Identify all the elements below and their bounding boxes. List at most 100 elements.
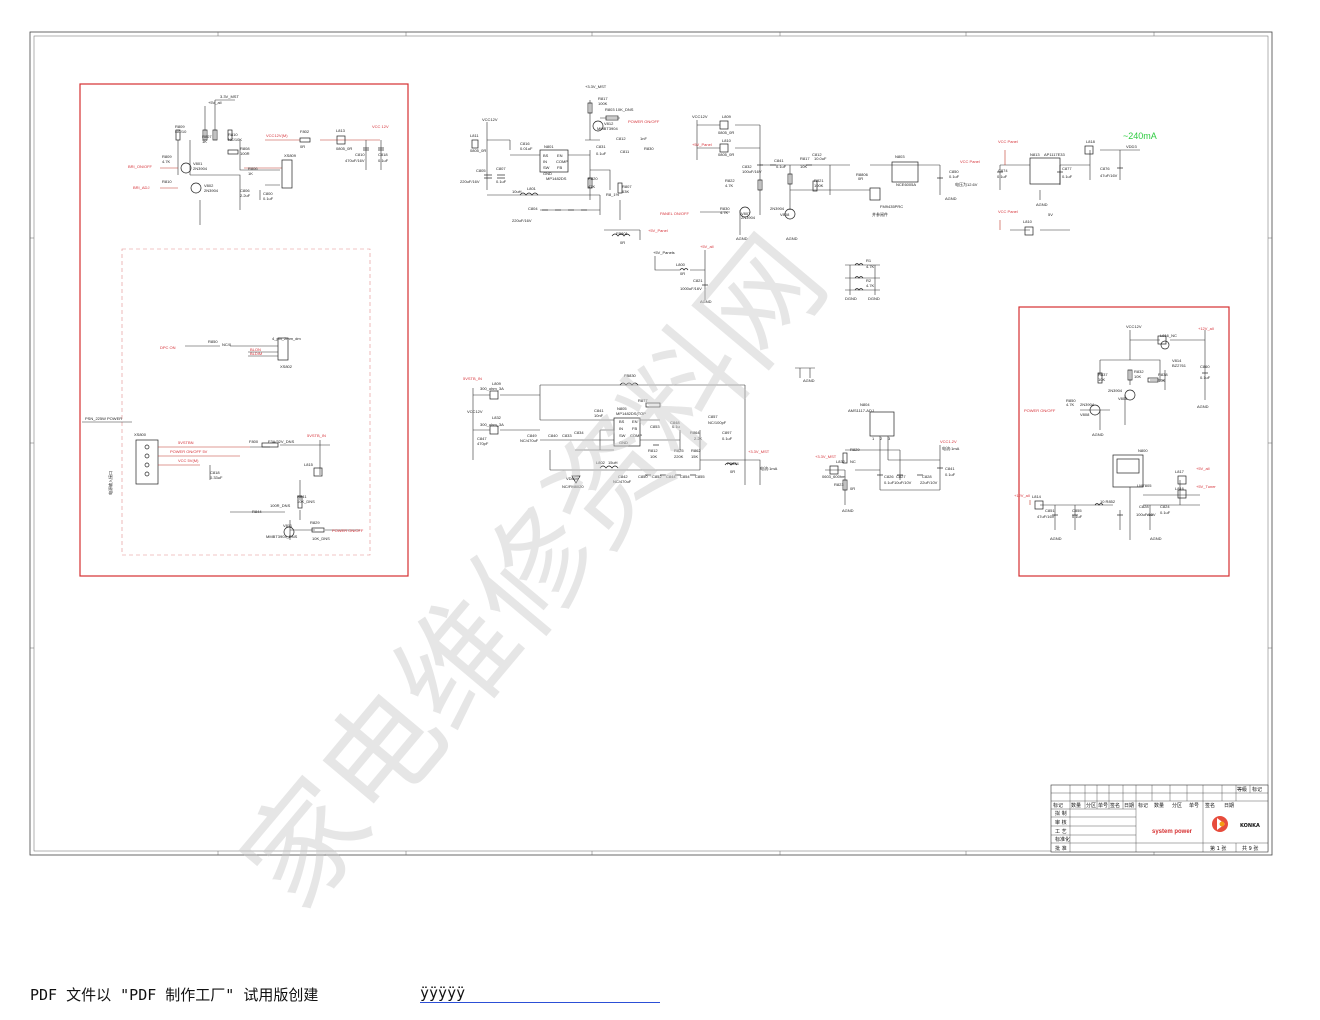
svg-text:电源输入接口: 电源输入接口: [107, 471, 113, 495]
svg-text:电流:1mA: 电流:1mA: [942, 445, 960, 451]
svg-text:3.3V_MST: 3.3V_MST: [220, 94, 239, 99]
svg-text:L801: L801: [527, 186, 537, 191]
ic-u1-label: MP1482DS: [546, 176, 567, 181]
tb-brand: KONKA: [1240, 823, 1260, 829]
svg-text:R803 10K_DNS: R803 10K_DNS: [605, 107, 634, 112]
svg-text:47uF/16V: 47uF/16V: [1037, 514, 1055, 519]
svg-text:470pF: 470pF: [477, 441, 489, 446]
svg-text:220uF/16V: 220uF/16V: [460, 179, 480, 184]
svg-text:MMBT3904_DNS: MMBT3904_DNS: [266, 534, 298, 539]
svg-text:L816: L816: [1175, 486, 1185, 491]
svg-text:+5V_Panel: +5V_Panel: [692, 142, 712, 147]
svg-text:L832: L832: [836, 459, 846, 464]
svg-text:100K: 100K: [598, 101, 608, 106]
svg-text:F800: F800: [249, 439, 259, 444]
box-left-label: PSN_225W POWER: [85, 416, 122, 421]
svg-text:0.1uF: 0.1uF: [596, 151, 607, 156]
svg-text:2: 2: [880, 436, 883, 441]
svg-text:XS800: XS800: [134, 432, 147, 437]
svg-text:R822: R822: [725, 178, 735, 183]
svg-text:C818: C818: [378, 152, 388, 157]
svg-text:+12V_all: +12V_all: [1014, 493, 1030, 498]
svg-text:10K: 10K: [1134, 374, 1141, 379]
svg-text:IN: IN: [619, 426, 623, 431]
svg-text:1000uF/16V: 1000uF/16V: [680, 286, 702, 291]
svg-text:C806: C806: [240, 188, 250, 193]
net-3v3-mst-mid: +3.3V_MST: [748, 449, 770, 454]
svg-text:L817: L817: [1175, 469, 1185, 474]
svg-text:N803: N803: [895, 154, 905, 159]
svg-text:470uF/16V: 470uF/16V: [345, 158, 365, 163]
svg-text:R806: R806: [248, 166, 258, 171]
svg-text:C832: C832: [742, 164, 752, 169]
svg-text:R1: R1: [866, 258, 872, 263]
svg-text:C851: C851: [1045, 508, 1055, 513]
pdf-footer-link[interactable]: ÿÿÿÿÿ: [420, 984, 660, 1003]
svg-text:0R: 0R: [858, 176, 863, 181]
svg-text:L809: L809: [492, 381, 502, 386]
svg-text:0R: 0R: [680, 271, 685, 276]
svg-text:BS: BS: [543, 153, 549, 158]
svg-text:10K: 10K: [1158, 378, 1165, 383]
svg-text:1K: 1K: [248, 171, 253, 176]
svg-text:R807: R807: [622, 184, 632, 189]
svg-text:N813: N813: [1030, 152, 1040, 157]
svg-text:R8806: R8806: [856, 172, 869, 177]
svg-text:100K: 100K: [814, 183, 824, 188]
svg-text:2N3904: 2N3904: [741, 215, 756, 220]
svg-text:V812: V812: [604, 121, 614, 126]
ic-ap1117-label: AP1117E33: [1044, 152, 1066, 157]
svg-text:10K: 10K: [1098, 377, 1105, 382]
svg-text:FB: FB: [557, 165, 562, 170]
svg-text:C831: C831: [596, 144, 606, 149]
svg-text:AGND: AGND: [1050, 536, 1062, 541]
svg-text:+3.3V_MST: +3.3V_MST: [815, 454, 837, 459]
svg-text:R832: R832: [1134, 369, 1144, 374]
svg-text:C807: C807: [496, 166, 506, 171]
svg-text:R817: R817: [800, 156, 810, 161]
svg-text:C816: C816: [520, 141, 530, 146]
tb-col: 分区: [1086, 802, 1096, 809]
svg-text:AGND: AGND: [1092, 432, 1104, 437]
svg-text:N800: N800: [1138, 448, 1148, 453]
svg-text:0.1uF: 0.1uF: [1200, 375, 1211, 380]
svg-text:R838: R838: [1158, 372, 1168, 377]
svg-text:100uF/16V: 100uF/16V: [742, 169, 762, 174]
svg-text:5VSTBN: 5VSTBN: [178, 440, 194, 445]
svg-text:XS809: XS809: [284, 153, 297, 158]
svg-text:SW: SW: [543, 165, 550, 170]
svg-text:R2: R2: [866, 278, 872, 283]
tb-stage-label: 等級: [1237, 786, 1247, 793]
svg-text:AGND: AGND: [736, 236, 748, 241]
svg-text:R821: R821: [814, 178, 824, 183]
svg-text:FB: FB: [632, 426, 637, 431]
svg-text:R809: R809: [175, 124, 185, 129]
svg-text:22uF/10V: 22uF/10V: [920, 480, 938, 485]
svg-text:C874: C874: [998, 168, 1008, 173]
svg-text:XS802: XS802: [280, 364, 293, 369]
svg-text:VCC12V(M): VCC12V(M): [266, 133, 288, 138]
svg-text:C860: C860: [1200, 364, 1210, 369]
svg-text:R807: R807: [202, 134, 212, 139]
svg-text:FB834: FB834: [727, 461, 740, 466]
svg-text:0.1uF: 0.1uF: [1062, 174, 1073, 179]
svg-text:C800: C800: [263, 191, 273, 196]
svg-text:NC/0: NC/0: [222, 342, 232, 347]
net-power-onoff-left: POWER ON/OFF: [332, 528, 364, 533]
net-5v-tuner: +5V_Tuner: [1196, 484, 1216, 489]
svg-text:VD806: VD806: [566, 476, 579, 481]
net-dpc-on: DPC ON: [160, 345, 176, 350]
svg-text:0R: 0R: [300, 144, 305, 149]
svg-text:AGND: AGND: [1036, 202, 1048, 207]
svg-text:L809: L809: [722, 114, 732, 119]
svg-text:0.1uF: 0.1uF: [378, 158, 389, 163]
svg-text:0.1uF: 0.1uF: [776, 164, 787, 169]
svg-text:10K: 10K: [800, 164, 807, 169]
svg-text:BZ2761: BZ2761: [1172, 363, 1187, 368]
svg-text:AGND: AGND: [1150, 536, 1162, 541]
svg-text:0.1uF: 0.1uF: [949, 174, 960, 179]
svg-text:0603_600hm: 0603_600hm: [822, 474, 846, 479]
svg-text:VCC12V: VCC12V: [467, 409, 483, 414]
